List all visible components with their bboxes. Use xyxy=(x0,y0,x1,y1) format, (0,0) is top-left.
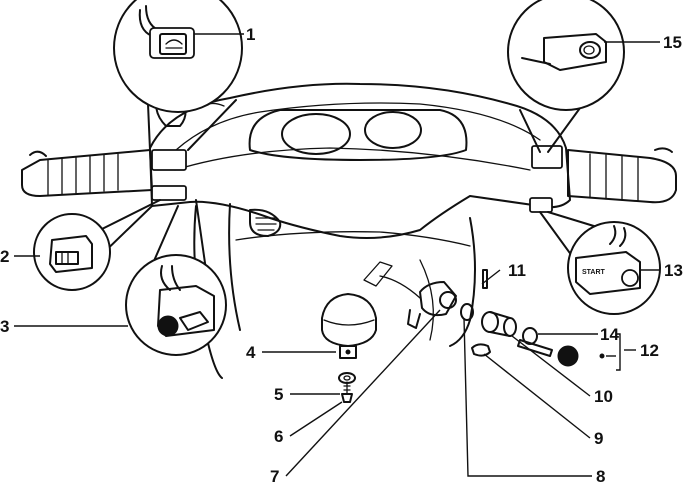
label-part-13: 13 xyxy=(664,261,683,280)
lock-cylinder-parts xyxy=(460,269,605,367)
ignition-switch xyxy=(379,275,457,329)
switch-detail-13: START xyxy=(539,211,661,315)
label-part-5: 5 xyxy=(274,385,283,404)
label-part-12: 12 xyxy=(640,341,659,360)
label-part-11: 11 xyxy=(508,261,526,280)
label-part-3: 3 xyxy=(0,317,9,336)
label-part-10: 10 xyxy=(594,387,613,406)
label-part-6: 6 xyxy=(274,427,283,446)
label-part-2: 2 xyxy=(0,247,9,266)
switch-detail-2 xyxy=(33,199,161,291)
label-part-1: 1 xyxy=(246,25,255,44)
leader-lines xyxy=(14,33,660,477)
part-labels: 1 15 2 3 4 5 6 7 8 9 10 11 12 13 14 xyxy=(0,25,683,486)
switch-detail-3 xyxy=(125,199,227,356)
label-part-7: 7 xyxy=(270,467,279,486)
label-part-15: 15 xyxy=(663,33,682,52)
label-part-9: 9 xyxy=(594,429,603,448)
label-part-8: 8 xyxy=(596,467,605,486)
horn xyxy=(321,293,377,359)
right-grip xyxy=(567,147,677,204)
screw xyxy=(341,381,353,403)
switch-detail-1 xyxy=(113,0,243,151)
label-part-14: 14 xyxy=(600,325,619,344)
label-part-4: 4 xyxy=(246,343,256,362)
left-grip xyxy=(21,149,153,197)
handlebar-assembly xyxy=(21,82,677,239)
start-button-text: START xyxy=(582,269,606,276)
switch-detail-15 xyxy=(507,0,625,153)
